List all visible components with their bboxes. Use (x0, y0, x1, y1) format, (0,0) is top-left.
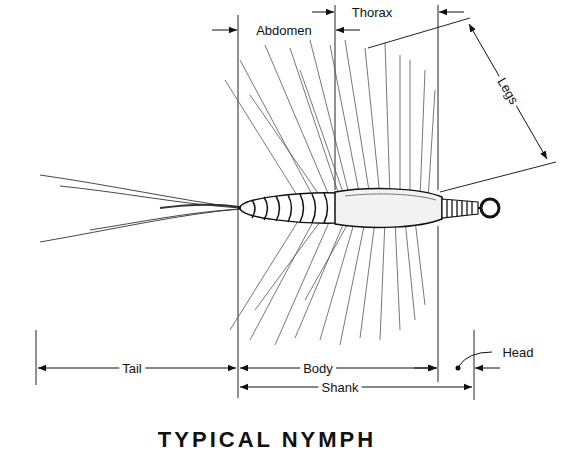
dimension-label: Head (499, 345, 536, 360)
dimension-label: Abdomen (253, 23, 315, 38)
dimension-label: Tail (119, 361, 145, 376)
dimension-label: Legs (493, 72, 523, 109)
dimension-arrows (38, 12, 547, 387)
diagram-title: TYPICAL NYMPH (158, 427, 376, 453)
dimension-label: Body (300, 361, 336, 376)
tail-fibers (40, 175, 240, 242)
dimension-label: Shank (319, 380, 362, 395)
dimension-label: Thorax (349, 5, 395, 20)
extension-lines (36, 5, 556, 400)
